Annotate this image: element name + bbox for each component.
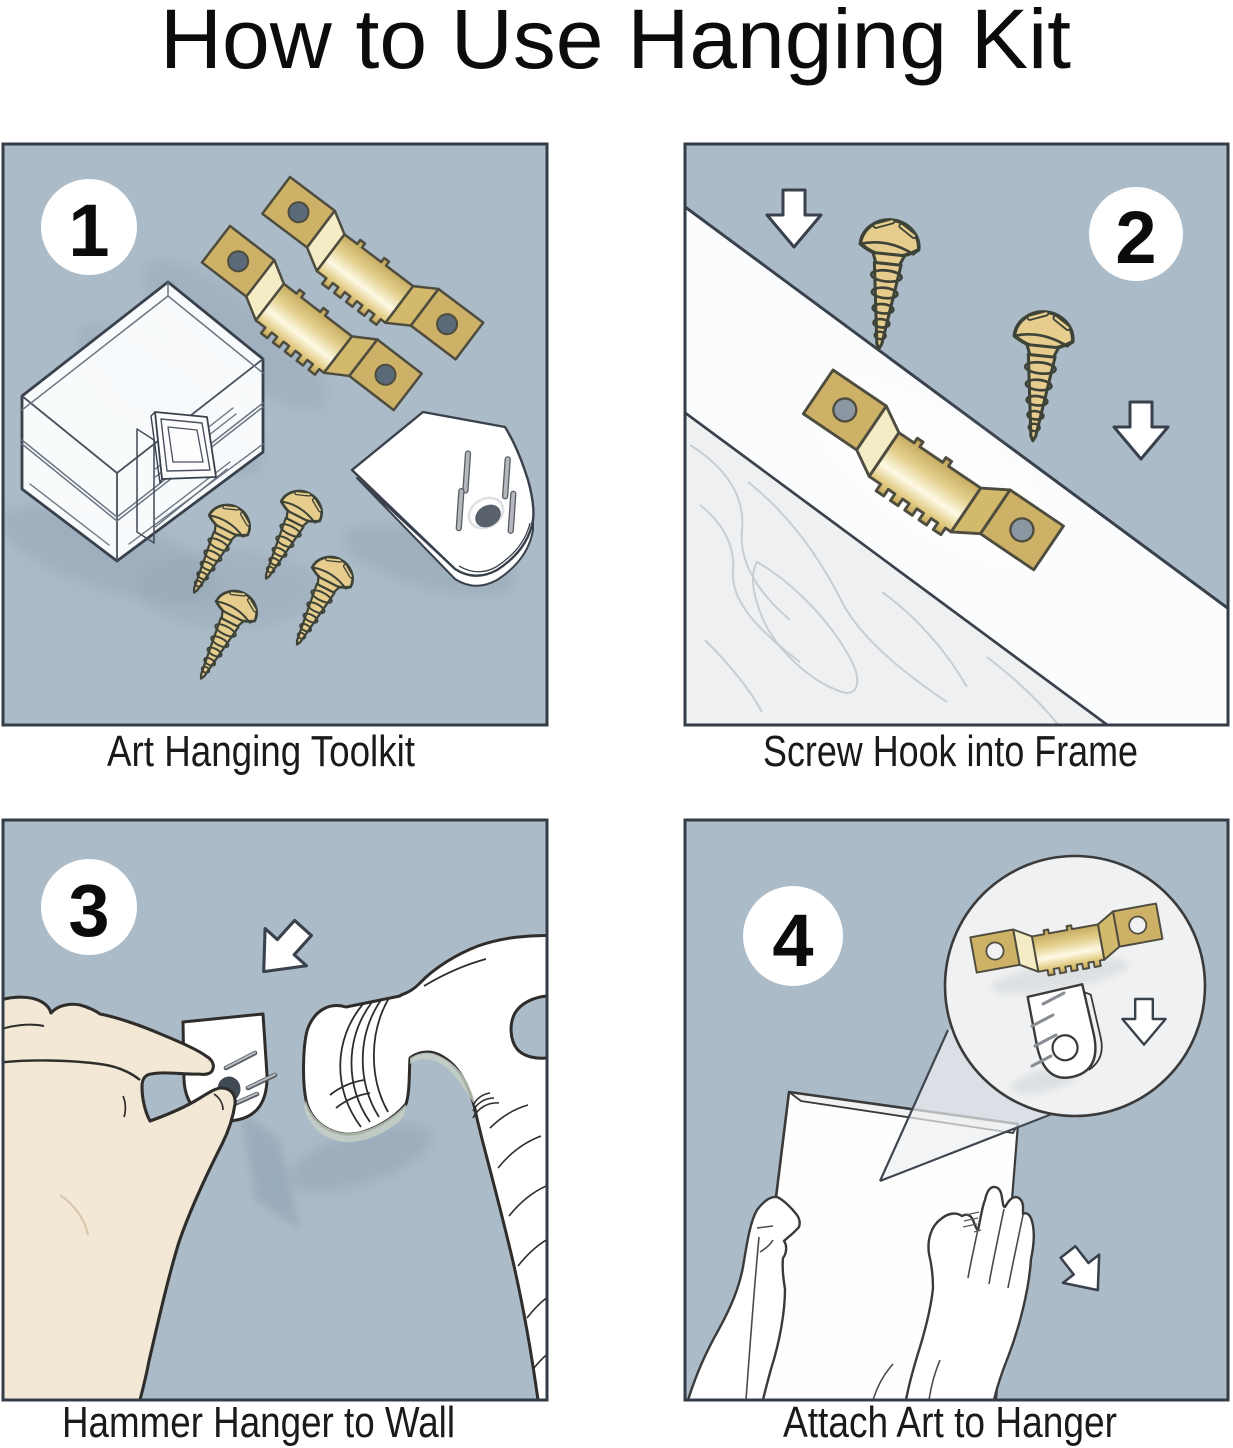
svg-text:3: 3 [68,869,109,952]
svg-text:Screw Hook into Frame: Screw Hook into Frame [763,727,1138,776]
svg-text:Attach Art to Hanger: Attach Art to Hanger [783,1398,1117,1447]
svg-text:Hammer Hanger to Wall: Hammer Hanger to Wall [62,1398,455,1447]
svg-text:1: 1 [68,189,109,272]
svg-text:4: 4 [772,899,813,982]
svg-text:Art Hanging Toolkit: Art Hanging Toolkit [107,727,415,776]
svg-text:How to Use Hanging Kit: How to Use Hanging Kit [160,0,1071,86]
svg-text:2: 2 [1115,196,1156,279]
